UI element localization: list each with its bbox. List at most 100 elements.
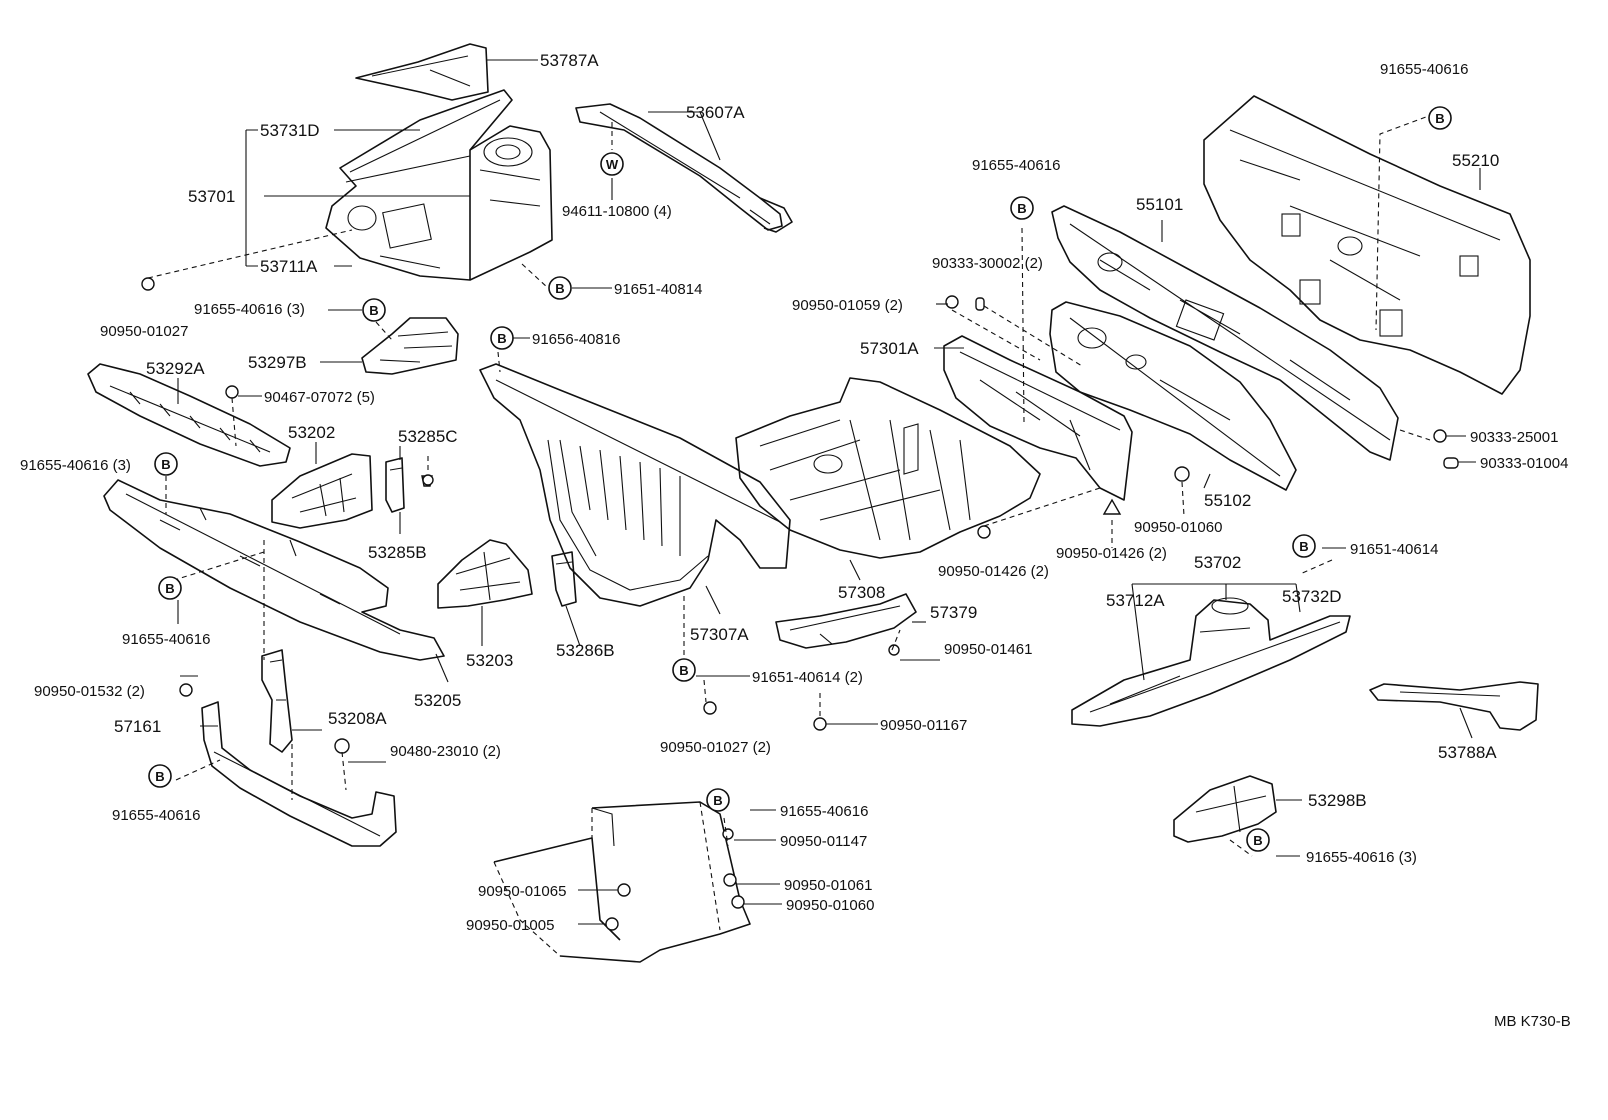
marker-w-53607a: W bbox=[600, 152, 624, 176]
label-53701: 53701 bbox=[188, 187, 235, 206]
label-90950-01065: 90950-01065 bbox=[478, 883, 566, 900]
label-90333-01004: 90333-01004 bbox=[1480, 455, 1568, 472]
marker-b-57161: B bbox=[148, 764, 172, 788]
svg-text:B: B bbox=[713, 793, 722, 808]
label-53205: 53205 bbox=[414, 691, 461, 710]
svg-text:B: B bbox=[1017, 201, 1026, 216]
part-53292A bbox=[87, 363, 291, 467]
label-57379: 57379 bbox=[930, 603, 977, 622]
label-53711A: 53711A bbox=[260, 257, 318, 276]
label-53292A: 53292A bbox=[146, 359, 205, 378]
label-90950-01060-b: 90950-01060 bbox=[786, 897, 874, 914]
label-53712A: 53712A bbox=[1106, 591, 1165, 610]
marker-b-55210: B bbox=[1428, 106, 1452, 130]
label-90950-01061: 90950-01061 bbox=[784, 877, 872, 894]
label-91651-40614: 91651-40614 bbox=[1350, 541, 1438, 558]
marker-b-53297b: B bbox=[362, 298, 386, 322]
label-90950-01005: 90950-01005 bbox=[466, 917, 554, 934]
part-57161 bbox=[201, 701, 397, 847]
svg-text:B: B bbox=[1435, 111, 1444, 126]
marker-b-53205: B bbox=[158, 576, 182, 600]
fasteners bbox=[141, 277, 1459, 931]
part-53285B bbox=[385, 457, 405, 513]
label-90333-30002: 90333-30002 (2) bbox=[932, 255, 1043, 272]
svg-text:B: B bbox=[165, 581, 174, 596]
part-53297B bbox=[361, 317, 459, 375]
part-53702-apron bbox=[1071, 597, 1351, 727]
label-53203: 53203 bbox=[466, 651, 513, 670]
label-91655-40616-3-a: 91655-40616 (3) bbox=[194, 301, 305, 318]
marker-b-57301a: B bbox=[1010, 196, 1034, 220]
marker-b-left-top: B bbox=[154, 452, 178, 476]
label-91655-40616-a: 91655-40616 bbox=[122, 631, 210, 648]
label-57161: 57161 bbox=[114, 717, 161, 736]
marker-b-57307a-bottom: B bbox=[672, 658, 696, 682]
label-55102: 55102 bbox=[1204, 491, 1251, 510]
part-53788A bbox=[1369, 681, 1539, 731]
label-91655-40616-3-c: 91655-40616 (3) bbox=[1306, 849, 1417, 866]
label-90950-01059: 90950-01059 (2) bbox=[792, 297, 903, 314]
label-53787A: 53787A bbox=[540, 51, 599, 70]
label-53607A: 53607A bbox=[686, 103, 745, 122]
svg-text:B: B bbox=[161, 457, 170, 472]
label-53285C: 53285C bbox=[398, 427, 458, 446]
diagram-code: MB K730-B bbox=[1494, 1013, 1571, 1030]
part-floor-pan bbox=[493, 801, 751, 963]
svg-text:B: B bbox=[1299, 539, 1308, 554]
label-91655-40616-b: 91655-40616 bbox=[112, 807, 200, 824]
label-91655-40616-e: 91655-40616 bbox=[780, 803, 868, 820]
label-53285B: 53285B bbox=[368, 543, 427, 562]
svg-text:B: B bbox=[679, 663, 688, 678]
label-53208A: 53208A bbox=[328, 709, 387, 728]
label-53788A: 53788A bbox=[1438, 743, 1497, 762]
label-91656-40816: 91656-40816 bbox=[532, 331, 620, 348]
label-53702: 53702 bbox=[1194, 553, 1241, 572]
label-90333-25001: 90333-25001 bbox=[1470, 429, 1558, 446]
part-53208A bbox=[261, 649, 293, 753]
part-53205 bbox=[103, 479, 445, 661]
svg-text:B: B bbox=[155, 769, 164, 784]
marker-b-floor: B bbox=[706, 788, 730, 812]
label-55210: 55210 bbox=[1452, 151, 1499, 170]
label-53731D: 53731D bbox=[260, 121, 320, 140]
part-55210 bbox=[1203, 95, 1531, 395]
label-90950-01426-b: 90950-01426 (2) bbox=[938, 563, 1049, 580]
label-90950-01167: 90950-01167 bbox=[880, 717, 967, 734]
label-90950-01147: 90950-01147 bbox=[780, 833, 867, 850]
part-57379 bbox=[775, 593, 917, 649]
part-57308 bbox=[735, 377, 1041, 559]
label-94611-10800: 94611-10800 (4) bbox=[562, 203, 672, 220]
svg-text:B: B bbox=[555, 281, 564, 296]
label-91651-40814: 91651-40814 bbox=[614, 281, 702, 298]
part-57301A bbox=[943, 335, 1133, 501]
label-90950-01060-a: 90950-01060 bbox=[1134, 519, 1222, 536]
part-53607A bbox=[575, 103, 793, 233]
label-90950-01532: 90950-01532 (2) bbox=[34, 683, 145, 700]
label-57308: 57308 bbox=[838, 583, 885, 602]
label-90950-01426-a: 90950-01426 (2) bbox=[1056, 545, 1167, 562]
part-53202 bbox=[271, 453, 373, 529]
part-53787A bbox=[355, 43, 489, 101]
label-53298B: 53298B bbox=[1308, 791, 1367, 810]
label-57307A: 57307A bbox=[690, 625, 749, 644]
part-53203 bbox=[437, 539, 533, 609]
label-53297B: 53297B bbox=[248, 353, 307, 372]
marker-b-57307a-top: B bbox=[490, 326, 514, 350]
svg-text:B: B bbox=[1253, 833, 1262, 848]
marker-b-53702: B bbox=[1292, 534, 1316, 558]
label-90480-23010: 90480-23010 (2) bbox=[390, 743, 501, 760]
label-53732D: 53732D bbox=[1282, 587, 1342, 606]
part-53286B bbox=[551, 551, 577, 607]
part-57307A bbox=[479, 363, 791, 607]
label-90467-07072: 90467-07072 (5) bbox=[264, 389, 375, 406]
label-53202: 53202 bbox=[288, 423, 335, 442]
label-91655-40616-c: 91655-40616 bbox=[972, 157, 1060, 174]
leader-lines bbox=[147, 59, 1481, 925]
part-53701-apron bbox=[325, 89, 553, 281]
label-91651-40614-2: 91651-40614 (2) bbox=[752, 669, 863, 686]
label-91655-40616-3-b: 91655-40616 (3) bbox=[20, 457, 131, 474]
marker-b-53298b: B bbox=[1246, 828, 1270, 852]
svg-text:W: W bbox=[606, 157, 619, 172]
label-57301A: 57301A bbox=[860, 339, 919, 358]
